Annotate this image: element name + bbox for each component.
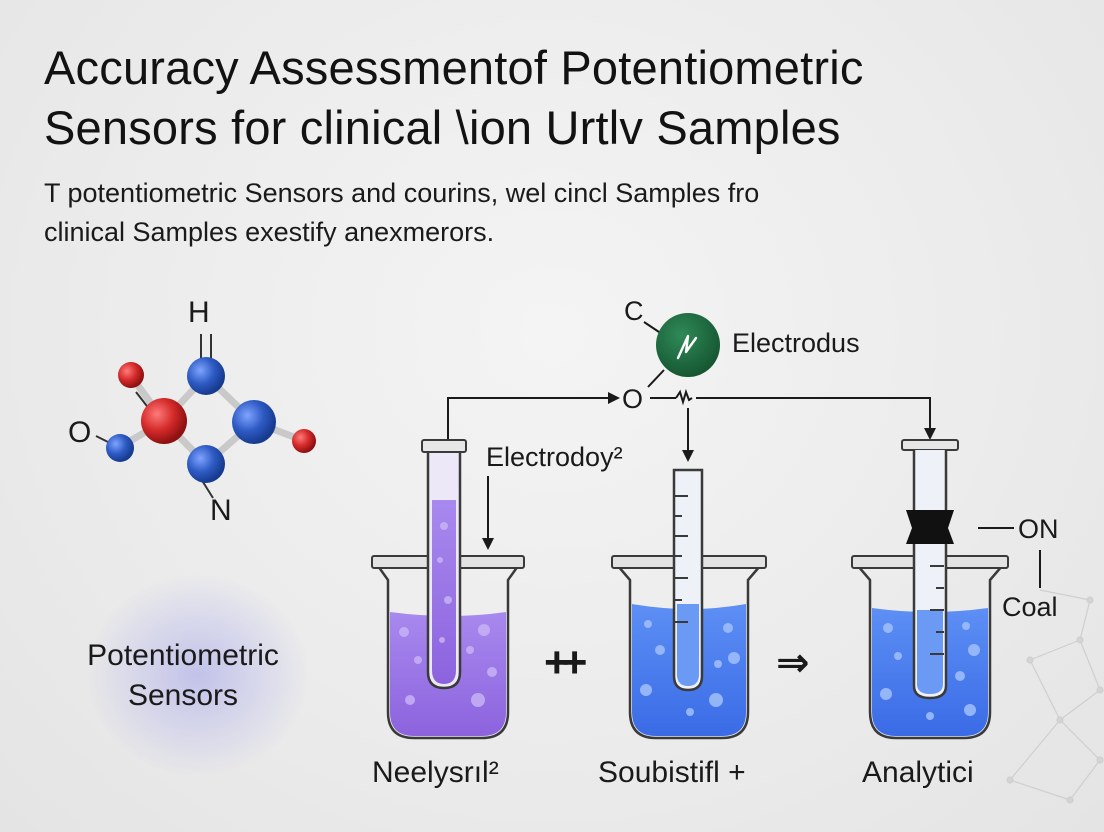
molecule-label-bottom: N [210,494,232,527]
electrode-label: Electrodus [732,328,860,358]
sensor-label-line-2: Sensors [127,679,239,712]
title-line-2: Sensors for clinical \ion Urtlv Samples [44,101,841,154]
subtitle-line-2: clinical Samples exestify anexmerors. [44,217,495,247]
sensor-glow [88,575,308,775]
arrowheads [482,392,936,550]
sensor-label-line-1: Potentiometric [87,639,279,672]
oxygen-atom [292,429,316,453]
plus-operator: ++ [544,638,588,688]
wiring [447,321,1041,588]
coal-label: Coal [1002,592,1058,622]
on-label: ON [1018,514,1059,544]
oxygen-atom [141,398,187,444]
nitrogen-atom [187,445,225,483]
nitrogen-atom [187,357,225,395]
beaker-1 [371,439,525,740]
nitrogen-atom [106,434,134,462]
nitrogen-atom [232,400,276,444]
plus-symbol: + [561,638,588,687]
electrodoy-label: Electrodoy² [486,442,623,472]
page-subtitle: T potentiometric Sensors and courins, we… [44,174,1044,252]
process-arrow: ⇒ [776,641,810,685]
title-line-1: Accuracy Assessmentof Potentiometric [44,41,864,94]
page-title: Accuracy Assessmentof Potentiometric Sen… [44,38,1084,158]
signal-icon [676,334,698,360]
oxygen-atom [118,362,144,388]
electrode-node-top-label: C [624,296,644,326]
plus-symbol: + [544,638,570,687]
sensor-label: Potentiometric Sensors [54,636,312,716]
molecule-label-top: H [188,296,210,329]
molecule-label-left: O [68,416,92,449]
subtitle-line-1: T potentiometric Sensors and courins, we… [44,178,760,208]
beaker-2-caption: Soubistifl + [598,756,746,789]
beaker-2 [611,468,767,740]
beaker-1-caption: Neelysrıl² [372,756,499,789]
beaker-3 [851,439,1009,740]
electrode-node-left-label: O [622,384,644,414]
beaker-3-caption: Analytici [862,756,974,789]
network-decoration [1006,589,1104,804]
